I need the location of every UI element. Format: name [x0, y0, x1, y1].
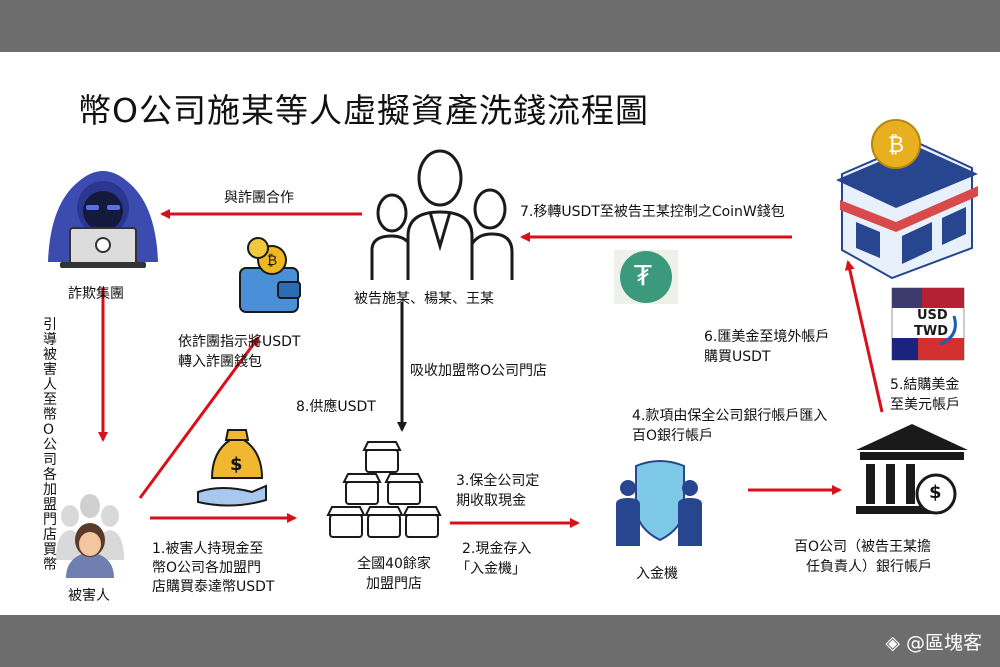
edge-victim-buy-line3: 店購買泰達幣USDT — [152, 579, 275, 595]
bottom-bar — [0, 615, 1000, 667]
tether-symbol: ₮ — [634, 259, 652, 292]
edge-recruit: 吸收加盟幣O公司門店 — [410, 363, 548, 379]
watermark: ◈ @區塊客 — [885, 632, 982, 654]
edge-wire-abroad-line1: 6.匯美金至境外帳戶 — [704, 329, 830, 345]
edge-guide-victim: 引導被害人至幣O公司各加盟門店買幣 — [43, 317, 57, 573]
shop-building-icon: ₿ — [836, 119, 978, 280]
edge-deposit-line2: 「入金機」 — [456, 561, 526, 577]
edge-exchange-usd-line1: 5.結購美金 — [890, 377, 960, 393]
edge-remit-line2: 百O銀行帳戶 — [632, 428, 714, 444]
wallet-icon: ₿ — [239, 237, 301, 313]
usd-label: USD — [917, 308, 948, 323]
stores-icon — [326, 441, 442, 538]
edge-remit-line1: 4.款項由保全公司銀行帳戶匯入 — [632, 408, 828, 424]
edge-victim-buy-line2: 幣O公司各加盟門 — [152, 560, 262, 576]
victim-icon — [56, 494, 124, 578]
edge-victim-buy-line1: 1.被害人持現金至 — [152, 541, 264, 557]
bank-dollar-symbol: $ — [929, 482, 942, 503]
node-victim: 被害人 — [68, 588, 110, 604]
top-bar — [0, 0, 1000, 52]
money-bag-icon — [197, 429, 267, 507]
edge-move-coinw: 7.移轉USDT至被告王某控制之CoinW錢包 — [520, 204, 785, 220]
node-defendants: 被告施某、楊某、王某 — [354, 291, 494, 307]
arrow-victim-to-wallet — [138, 336, 260, 499]
edge-supply: 8.供應USDT — [296, 399, 376, 415]
node-company-account-line2: 任負責人）銀行帳戶 — [806, 559, 932, 575]
arrow-bank-to-shop — [844, 260, 884, 413]
node-atm: 入金機 — [636, 566, 678, 582]
node-company-account-line1: 百O公司（被告王某擔 — [794, 539, 932, 555]
twd-label: TWD — [914, 324, 948, 339]
node-stores-line2: 加盟門店 — [366, 576, 422, 592]
edge-transfer-wallet-line2: 轉入詐團錢包 — [178, 354, 262, 370]
edge-exchange-usd-line2: 至美元帳戶 — [890, 397, 960, 413]
diagram-title: 幣O公司施某等人虛擬資產洗錢流程圖 — [78, 91, 649, 130]
group-people-icon — [370, 149, 514, 280]
tether-icon — [614, 250, 678, 304]
edge-security-collect-line2: 期收取現金 — [456, 493, 526, 509]
svg-text:₿: ₿ — [888, 133, 904, 158]
edge-security-collect-line1: 3.保全公司定 — [456, 473, 540, 489]
edge-deposit-line1: 2.現金存入 — [462, 541, 532, 557]
svg-text:₿: ₿ — [267, 253, 277, 269]
usd-twd-icon — [891, 287, 965, 361]
bank-icon — [856, 424, 968, 515]
node-fraud-group: 詐欺集團 — [68, 286, 124, 302]
node-stores-line1: 全國40餘家 — [357, 556, 431, 572]
edge-wire-abroad-line2: 購買USDT — [704, 349, 771, 365]
edge-transfer-wallet-line1: 依詐團指示將USDT — [178, 334, 301, 350]
hacker-icon — [48, 171, 158, 268]
bag-dollar-symbol: $ — [230, 454, 243, 475]
security-guards-icon — [616, 460, 702, 546]
edge-cooperate: 與詐團合作 — [224, 190, 294, 206]
